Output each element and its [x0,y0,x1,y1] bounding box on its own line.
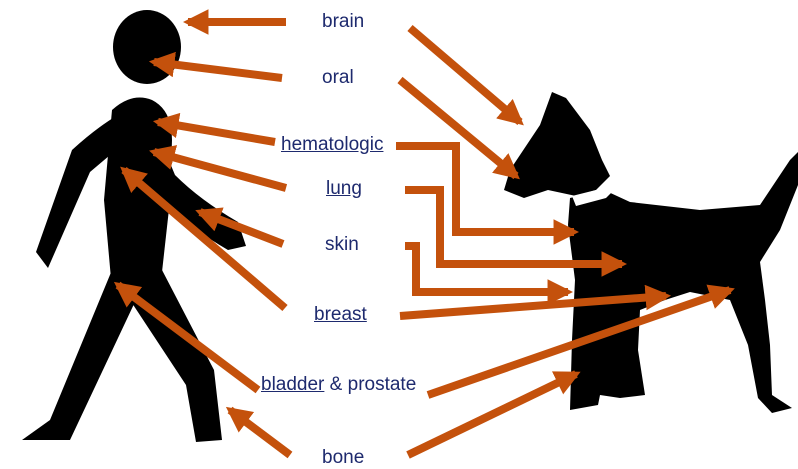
label-prostate-text: & prostate [324,374,416,395]
label-skin: skin [325,234,359,256]
arrow-bone-human [230,410,290,455]
arrow-hematologic-human [158,122,275,142]
dog-head [504,92,610,198]
arrow-skin-dog [405,246,568,292]
bladder-link[interactable]: bladder [261,374,324,395]
arrow-brain-dog [410,28,520,122]
label-breast: breast [314,304,367,326]
label-brain: brain [322,11,364,33]
label-brain-text: brain [322,11,364,32]
lung-link[interactable]: lung [326,178,362,199]
arrow-bone-dog [408,374,576,455]
dog-silhouette [504,92,798,413]
breast-link[interactable]: breast [314,304,367,325]
label-skin-text: skin [325,234,359,255]
human-head [113,10,181,84]
label-bone: bone [322,447,364,469]
label-oral: oral [322,67,354,89]
label-bladder-prostate: bladder & prostate [261,374,416,396]
label-oral-text: oral [322,67,354,88]
label-lung: lung [326,178,362,200]
label-bone-text: bone [322,447,364,468]
hematologic-link[interactable]: hematologic [281,134,383,155]
human-silhouette [22,10,246,442]
label-hematologic: hematologic [281,134,383,156]
